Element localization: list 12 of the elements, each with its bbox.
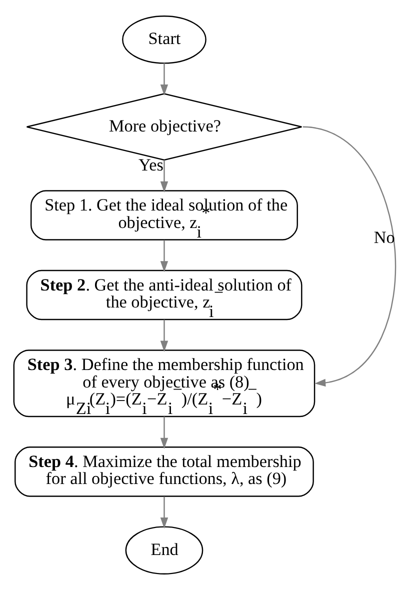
arrow: [160, 416, 168, 448]
arrow: [160, 160, 168, 192]
node-diamond: More objective?: [26, 92, 302, 160]
arrow: [160, 319, 168, 352]
node-ellipse: End: [124, 526, 203, 574]
edge-label: No: [373, 228, 394, 247]
node-box: Step 4. Maximize the total membership for all objective functions, λ, as (9): [14, 446, 314, 496]
node-ellipse: Start: [122, 15, 206, 64]
arrow: [160, 496, 168, 528]
arrow: [160, 240, 168, 272]
arrow: [302, 126, 396, 386]
arrow: [160, 62, 168, 95]
